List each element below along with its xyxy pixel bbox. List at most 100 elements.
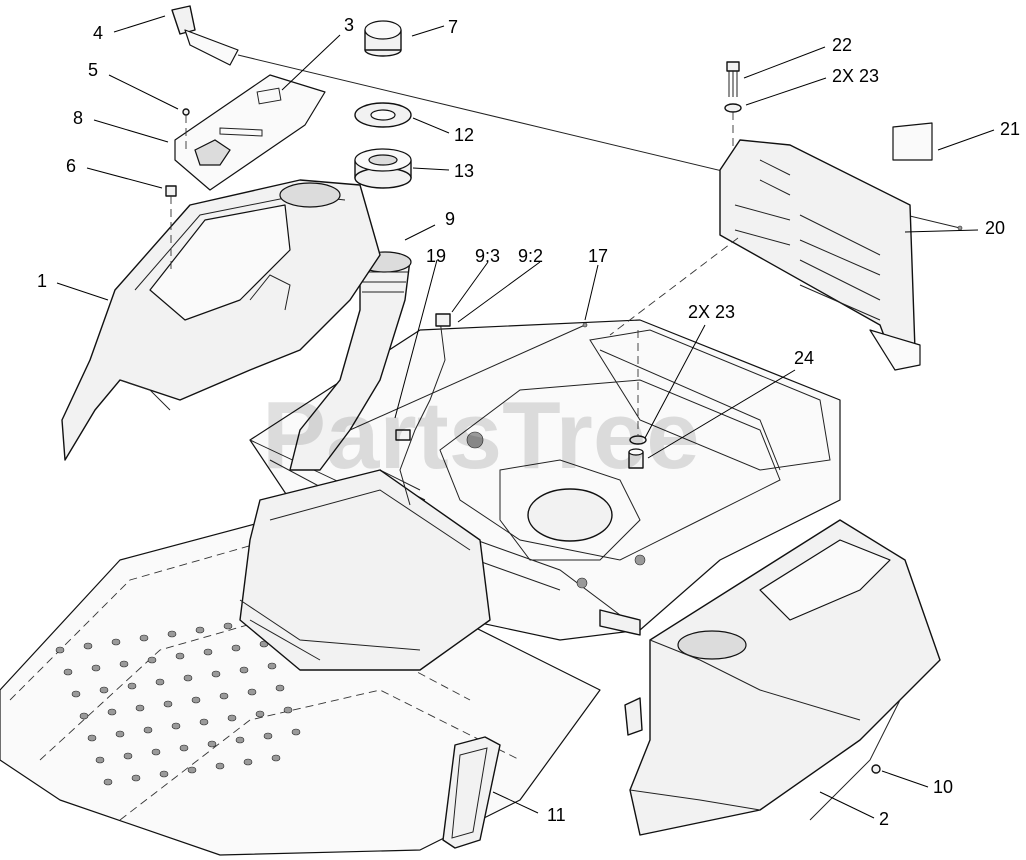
callout-13: 13 (454, 161, 474, 181)
bolt-22 (726, 61, 740, 97)
wire-harness (395, 313, 451, 506)
callout-8: 8 (73, 108, 83, 128)
floor-pan-hole (131, 774, 141, 782)
callout-24: 24 (794, 348, 814, 368)
floor-pan-hole (275, 684, 285, 692)
floor-pan-hole (95, 756, 105, 764)
floor-pan-hole (83, 642, 93, 650)
floor-pan-hole (191, 696, 201, 704)
floor-pan-hole (207, 740, 217, 748)
callout-20: 20 (985, 218, 1005, 238)
floor-pan-hole (255, 710, 265, 718)
floor-pan-hole (271, 754, 281, 762)
floor-pan-hole (195, 626, 205, 634)
callout-2: 2 (879, 809, 889, 829)
floor-pan-hole (79, 712, 89, 720)
screw-10 (871, 764, 881, 774)
floor-pan-hole (223, 622, 233, 630)
floor-pan-hole (115, 730, 125, 738)
floor-pan-hole (107, 708, 117, 716)
floor-pan-hole (183, 674, 193, 682)
floor-pan-hole (231, 644, 241, 652)
floor-pan-hole (267, 662, 277, 670)
floor-pan-hole (227, 714, 237, 722)
callout-labels: 4 3 7 5 8 6 12 13 22 2X 23 21 20 1 9 19 … (37, 15, 1020, 829)
bracket-plate (719, 139, 921, 371)
screw-5 (182, 108, 190, 150)
callout-3: 3 (344, 15, 354, 35)
floor-pan-hole (111, 638, 121, 646)
callout-22: 22 (832, 35, 852, 55)
left-fender (61, 179, 381, 461)
callout-2x23-bottom: 2X 23 (688, 302, 735, 322)
callout-4: 4 (93, 23, 103, 43)
callout-21: 21 (1000, 119, 1020, 139)
callout-6: 6 (66, 156, 76, 176)
floor-pan-hole (203, 648, 213, 656)
decal-21 (892, 122, 933, 161)
filler-sleeve (354, 148, 412, 189)
floor-pan-holes (55, 618, 301, 786)
floor-pan-hole (215, 762, 225, 770)
floor-pan (0, 519, 601, 856)
floor-pan-hole (235, 736, 245, 744)
nut-24 (628, 448, 644, 469)
floor-pan-hole (199, 718, 209, 726)
floor-pan-hole (119, 660, 129, 668)
floor-pan-hole (147, 656, 157, 664)
floor-pan-hole (175, 652, 185, 660)
clip-6 (165, 185, 177, 270)
floor-pan-hole (151, 748, 161, 756)
callout-9-3: 9:3 (475, 246, 500, 266)
floor-pan-hole (135, 704, 145, 712)
left-pan-box (239, 469, 491, 671)
floor-pan-hole (159, 770, 169, 778)
foot-pad (442, 736, 501, 849)
washer-23-bottom (629, 435, 647, 445)
floor-pan-hole (139, 634, 149, 642)
floor-pan-hole (55, 646, 65, 654)
floor-pan-hole (171, 722, 181, 730)
floor-pan-hole (219, 692, 229, 700)
leader-lines (56, 15, 995, 819)
floor-pan-hole (163, 700, 173, 708)
floor-pan-hole (87, 734, 97, 742)
floor-pan-hole (167, 630, 177, 638)
callout-9: 9 (445, 209, 455, 229)
right-fender (624, 519, 941, 836)
callout-10: 10 (933, 777, 953, 797)
callout-7: 7 (448, 17, 458, 37)
callout-9-2: 9:2 (518, 246, 543, 266)
floor-pan-hole (155, 678, 165, 686)
callout-12: 12 (454, 125, 474, 145)
callout-1: 1 (37, 271, 47, 291)
floor-pan-hole (239, 666, 249, 674)
callout-2x23-top: 2X 23 (832, 66, 879, 86)
control-panel (174, 74, 326, 191)
fuel-cap (364, 20, 402, 57)
watermark: PartsTree (262, 382, 700, 489)
floor-pan-hole (63, 668, 73, 676)
floor-pan-hole (99, 686, 109, 694)
floor-pan-hole (103, 778, 113, 786)
cap-gasket (354, 102, 412, 128)
floor-pan-hole (91, 664, 101, 672)
floor-pan-hole (243, 758, 253, 766)
control-rod (349, 322, 588, 431)
callout-11: 11 (547, 805, 566, 825)
washer-23-top (724, 103, 742, 150)
floor-pan-hole (283, 706, 293, 714)
callout-19: 19 (426, 246, 446, 266)
floor-pan-hole (179, 744, 189, 752)
floor-pan-hole (143, 726, 153, 734)
callout-5: 5 (88, 60, 98, 80)
floor-pan-hole (71, 690, 81, 698)
floor-pan-hole (263, 732, 273, 740)
frame-mount-dashes (609, 237, 739, 435)
floor-pan-hole (127, 682, 137, 690)
floor-pan-hole (187, 766, 197, 774)
floor-pan-hole (211, 670, 221, 678)
floor-pan-hole (123, 752, 133, 760)
floor-pan-hole (247, 688, 257, 696)
